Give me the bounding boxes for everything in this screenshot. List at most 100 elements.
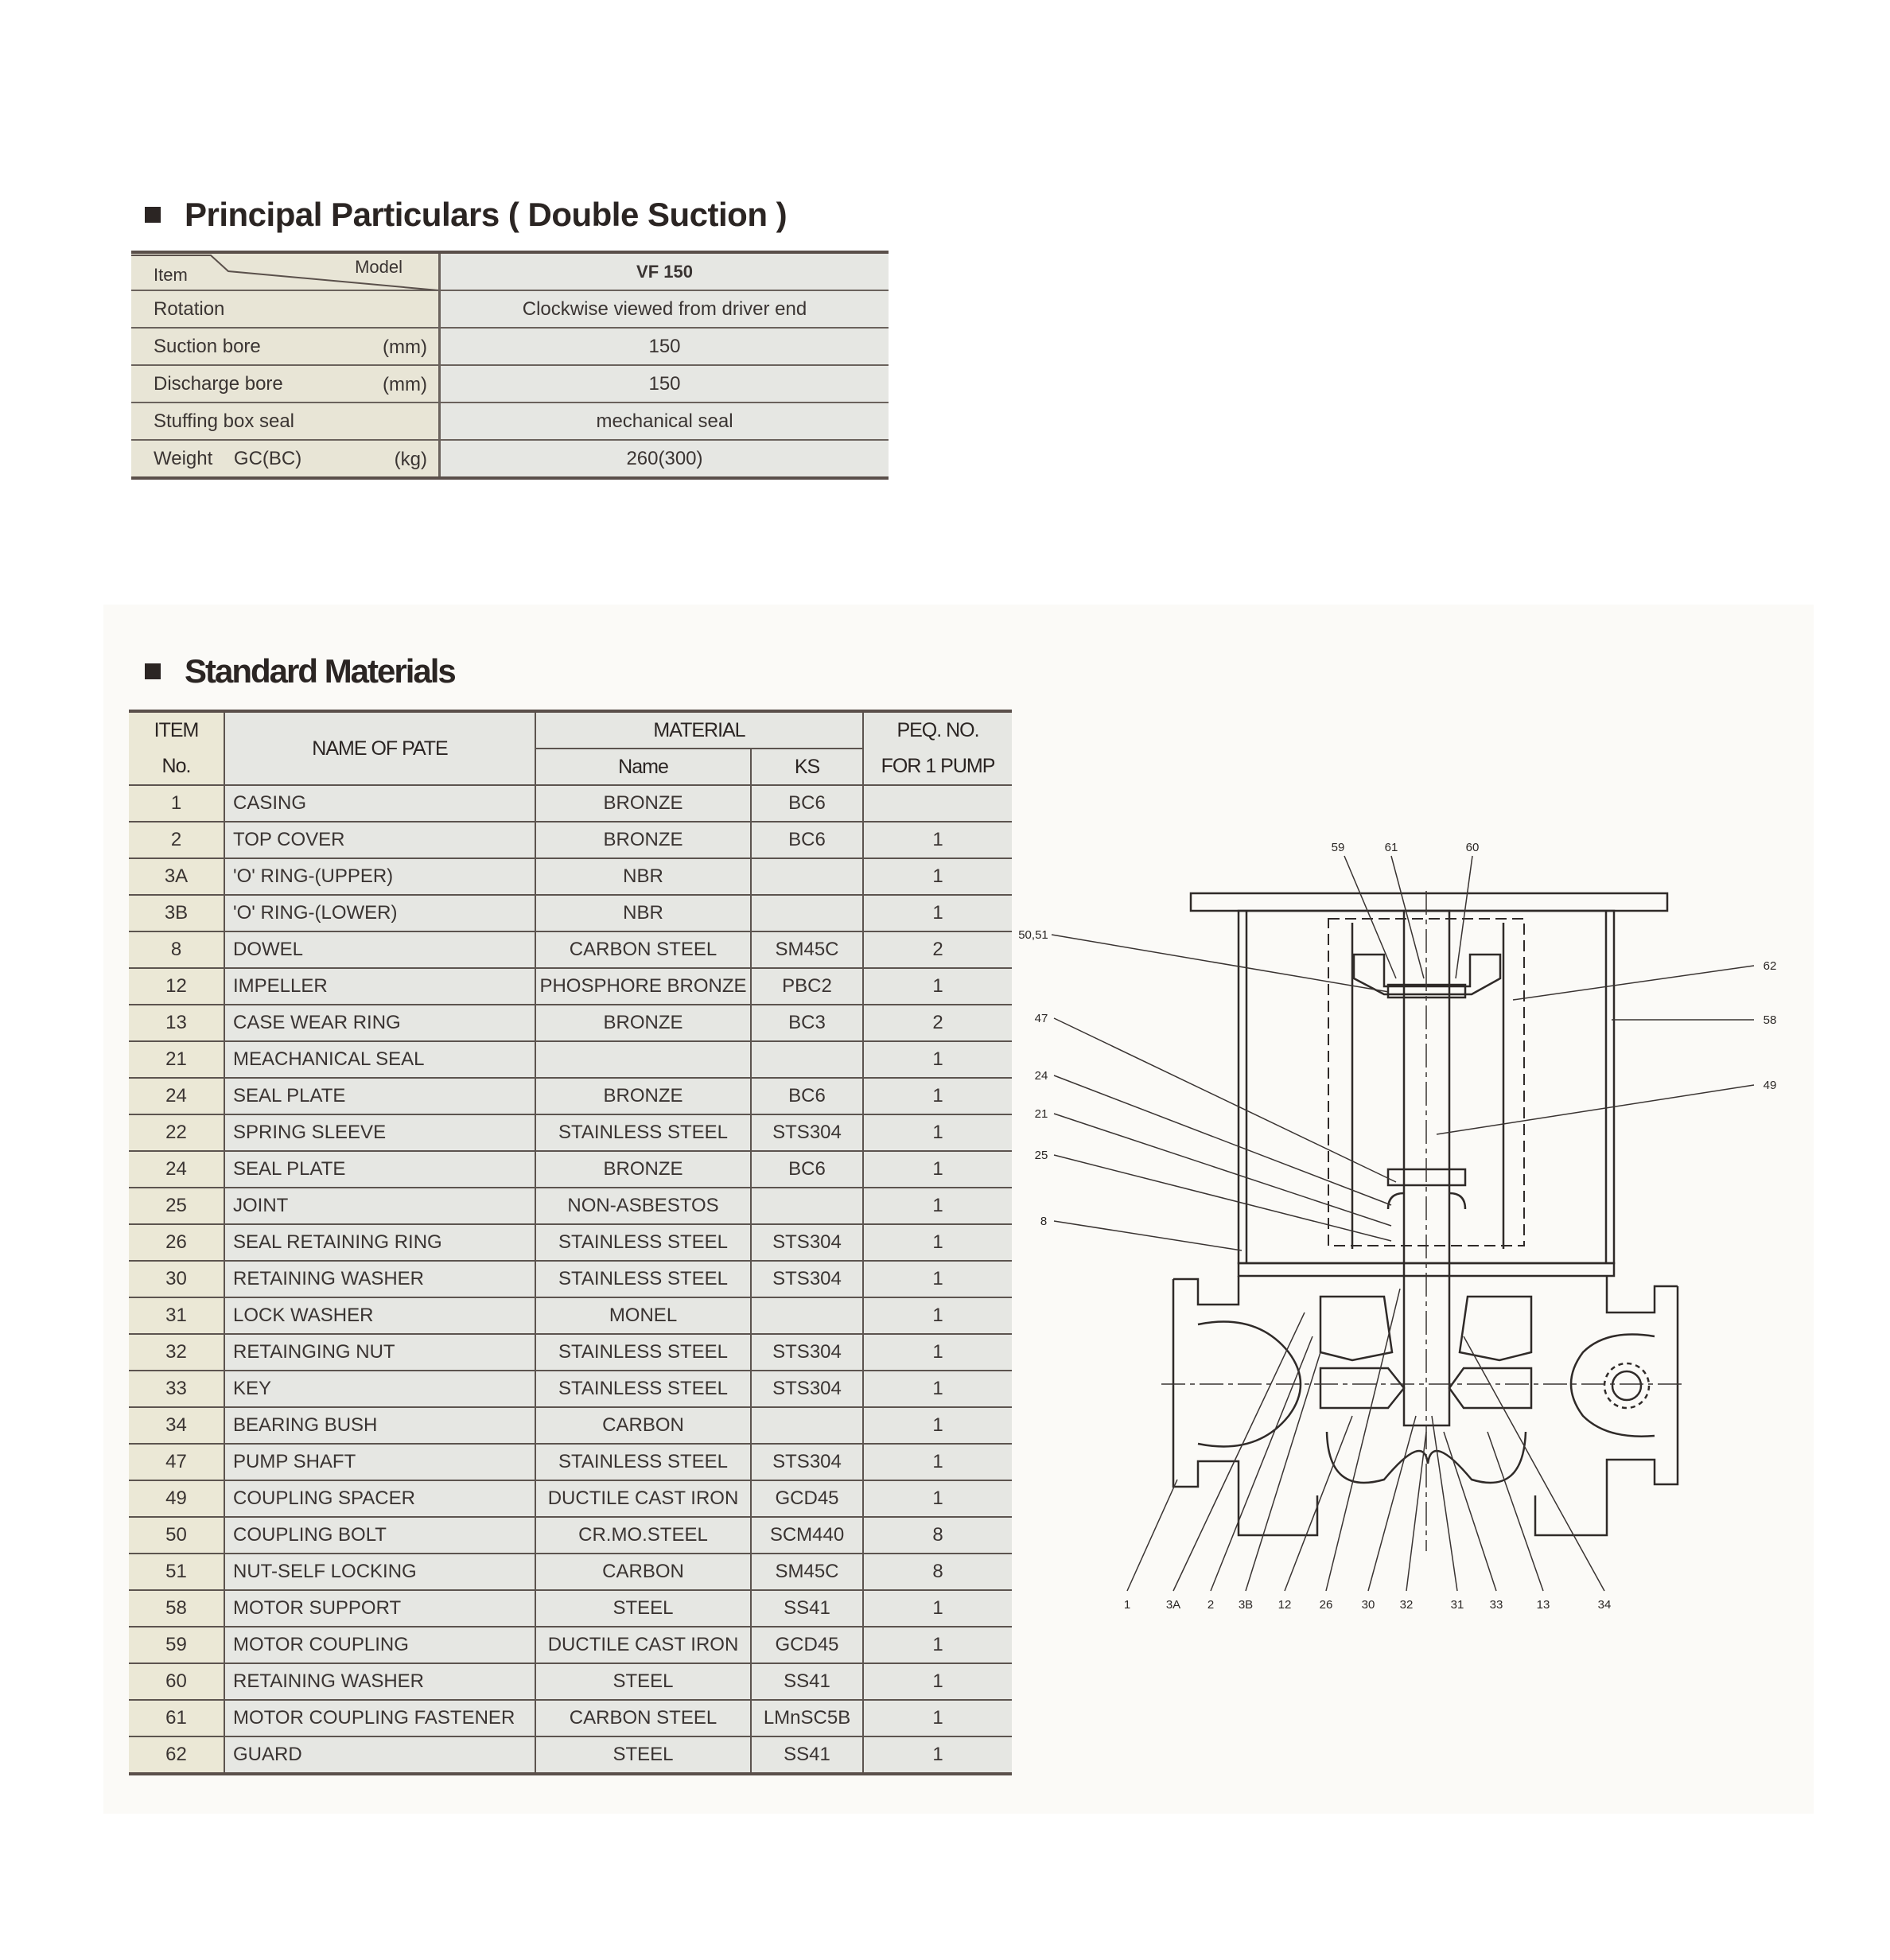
item-no-cell: 47: [129, 1444, 225, 1481]
leader-line: [1436, 1084, 1755, 1135]
ks-code-cell: GCD45: [751, 1627, 865, 1664]
material-name-cell: STAINLESS STEEL: [535, 1224, 752, 1262]
material-name-cell: CARBON: [535, 1407, 752, 1445]
item-no-cell: 25: [129, 1188, 225, 1225]
part-name-cell: 'O' RING-(LOWER): [224, 895, 536, 932]
qty-per-pump-cell: 1: [863, 858, 1013, 896]
leader-line: [1463, 1336, 1605, 1592]
qty-per-pump-cell: 1: [863, 1151, 1013, 1188]
part-label: 26: [1320, 1598, 1333, 1612]
material-name-cell: STEEL: [535, 1736, 752, 1775]
item-no-cell: 62: [129, 1736, 225, 1775]
table-header-row: ITEM NAME OF PATE MATERIAL PEQ. NO.: [129, 711, 1013, 786]
leader-line: [1053, 1113, 1392, 1227]
ks-code-cell: STS304: [751, 1114, 865, 1152]
material-name-cell: NBR: [535, 895, 752, 932]
item-no-cell: 49: [129, 1480, 225, 1518]
material-name-cell: STAINLESS STEEL: [535, 1444, 752, 1481]
header-item: ITEM: [129, 711, 225, 749]
material-name-cell: DUCTILE CAST IRON: [535, 1627, 752, 1664]
leader-line: [1210, 1336, 1313, 1592]
table-row: Suction bore(mm)150: [131, 328, 889, 366]
leader-line: [1325, 1288, 1401, 1592]
ks-code-cell: [751, 1297, 865, 1335]
item-no-cell: 59: [129, 1627, 225, 1664]
row-unit: (mm): [383, 336, 427, 358]
header-req-no: PEQ. NO.: [863, 711, 1013, 749]
qty-per-pump-cell: 1: [863, 1334, 1013, 1371]
header-item-no: No.: [129, 749, 225, 786]
leader-line: [1390, 855, 1425, 979]
square-bullet-icon: [145, 207, 161, 223]
ks-code-cell: SCM440: [751, 1517, 865, 1554]
diagonal-divider: [131, 255, 438, 290]
ks-code-cell: SS41: [751, 1663, 865, 1701]
material-name-cell: BRONZE: [535, 1151, 752, 1188]
part-name-cell: RETAINING WASHER: [224, 1261, 536, 1298]
ks-code-cell: [751, 1041, 865, 1079]
leader-line: [1512, 965, 1755, 1001]
qty-per-pump-cell: 1: [863, 1480, 1013, 1518]
row-label-cell: Weight GC(BC)(kg): [131, 440, 441, 479]
part-name-cell: MOTOR COUPLING FASTENER: [224, 1700, 536, 1737]
part-name-cell: RETAINING WASHER: [224, 1663, 536, 1701]
square-bullet-icon: [145, 663, 161, 679]
leader-line: [1487, 1431, 1544, 1592]
ks-code-cell: BC6: [751, 785, 865, 822]
part-label: 62: [1764, 959, 1777, 973]
part-label: 32: [1400, 1598, 1414, 1612]
part-name-cell: MOTOR SUPPORT: [224, 1590, 536, 1628]
ks-code-cell: STS304: [751, 1334, 865, 1371]
ks-code-cell: SM45C: [751, 931, 865, 969]
ks-code-cell: STS304: [751, 1444, 865, 1481]
item-no-cell: 30: [129, 1261, 225, 1298]
item-no-cell: 2: [129, 822, 225, 859]
ks-code-cell: BC6: [751, 1078, 865, 1115]
leader-line: [1245, 1351, 1321, 1592]
table-row: Discharge bore(mm)150: [131, 365, 889, 403]
qty-per-pump-cell: 8: [863, 1517, 1013, 1554]
qty-per-pump-cell: 1: [863, 1700, 1013, 1737]
part-name-cell: LOCK WASHER: [224, 1297, 536, 1335]
material-name-cell: STAINLESS STEEL: [535, 1334, 752, 1371]
item-no-cell: 24: [129, 1151, 225, 1188]
item-no-cell: 1: [129, 785, 225, 822]
part-label: 34: [1598, 1598, 1612, 1612]
table-header-row: Item Model VF 150: [131, 252, 889, 291]
qty-per-pump-cell: 1: [863, 1041, 1013, 1079]
part-name-cell: SEAL PLATE: [224, 1078, 536, 1115]
item-no-cell: 32: [129, 1334, 225, 1371]
qty-per-pump-cell: 1: [863, 1590, 1013, 1628]
qty-per-pump-cell: 1: [863, 1224, 1013, 1262]
leader-line: [1406, 1431, 1427, 1592]
leader-line: [1344, 855, 1397, 979]
row-label: Suction bore: [154, 335, 261, 357]
ks-code-cell: LMnSC5B: [751, 1700, 865, 1737]
model-value: VF 150: [439, 252, 889, 291]
material-name-cell: STAINLESS STEEL: [535, 1114, 752, 1152]
part-label: 30: [1362, 1598, 1375, 1612]
row-label: Discharge bore: [154, 372, 283, 395]
part-name-cell: SEAL RETAINING RING: [224, 1224, 536, 1262]
table-header-row: No. Name KS FOR 1 PUMP: [129, 749, 1013, 786]
table-row: Weight GC(BC)(kg)260(300): [131, 440, 889, 479]
row-label: Weight GC(BC): [154, 447, 302, 469]
part-name-cell: RETAINGING NUT: [224, 1334, 536, 1371]
